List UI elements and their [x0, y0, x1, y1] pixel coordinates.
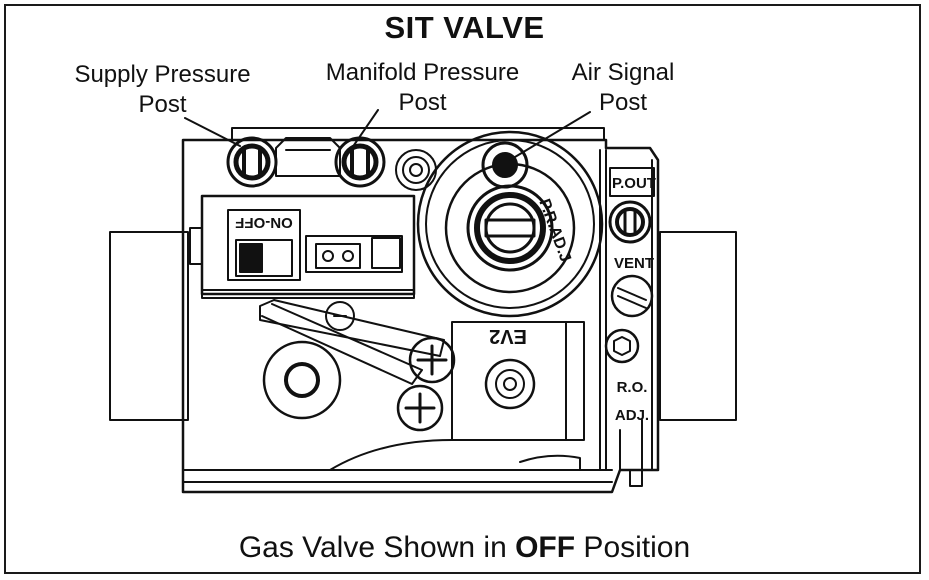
air-leader-line — [509, 111, 591, 161]
ev2-marking: EV2 — [489, 325, 527, 347]
manifold-pressure-post-label: Manifold Pressure Post — [300, 58, 545, 118]
phillips-screw-bottom — [396, 384, 444, 432]
left-pipe-stub — [109, 231, 189, 421]
diagram-title: SIT VALVE — [384, 10, 545, 45]
diagram-caption: Gas Valve Shown in OFF Position — [0, 531, 929, 565]
air-label-line-2: Post — [598, 89, 648, 116]
phillips-screw-top — [408, 336, 456, 384]
ev2-plate — [451, 321, 585, 441]
supply-label-line-2: Post — [138, 91, 187, 118]
manifold-label-line-2: Post — [398, 89, 447, 116]
manifold-leader-line — [351, 109, 379, 149]
pout-marking: P.OUT — [612, 175, 656, 192]
ro-marking: R.O. — [617, 379, 648, 396]
vent-port — [610, 274, 654, 318]
on-off-marking: ON-OFF — [235, 214, 293, 231]
manifold-label-line-1: Manifold Pressure — [325, 59, 520, 86]
lower-body-curve — [329, 439, 453, 471]
adj-marking: ADJ. — [615, 407, 649, 424]
caption-prefix: Gas Valve Shown in — [238, 531, 516, 564]
pout-post — [608, 167, 655, 244]
valve-body — [181, 127, 660, 494]
air-signal-post-label: Air Signal Post — [548, 58, 698, 118]
manifold-pressure-post — [334, 136, 386, 188]
right-pipe-stub — [659, 231, 737, 421]
supply-pressure-post — [226, 136, 278, 188]
post-bracket — [275, 137, 341, 177]
caption-state: OFF — [515, 531, 576, 564]
on-off-control-module — [189, 194, 416, 299]
supply-leader-line — [184, 117, 241, 147]
ro-adj-hex-icon — [604, 328, 640, 364]
pressure-regulator — [416, 130, 604, 318]
air-label-line-1: Air Signal — [571, 59, 675, 86]
diagram-frame — [4, 4, 921, 574]
supply-pressure-post-label: Supply Pressure Post — [40, 60, 285, 120]
supply-label-line-1: Supply Pressure — [74, 61, 251, 88]
lower-disc — [262, 340, 342, 420]
caption-suffix: Position — [575, 531, 691, 564]
hex-bolt-icon — [395, 149, 437, 191]
vent-marking: VENT — [614, 255, 654, 272]
